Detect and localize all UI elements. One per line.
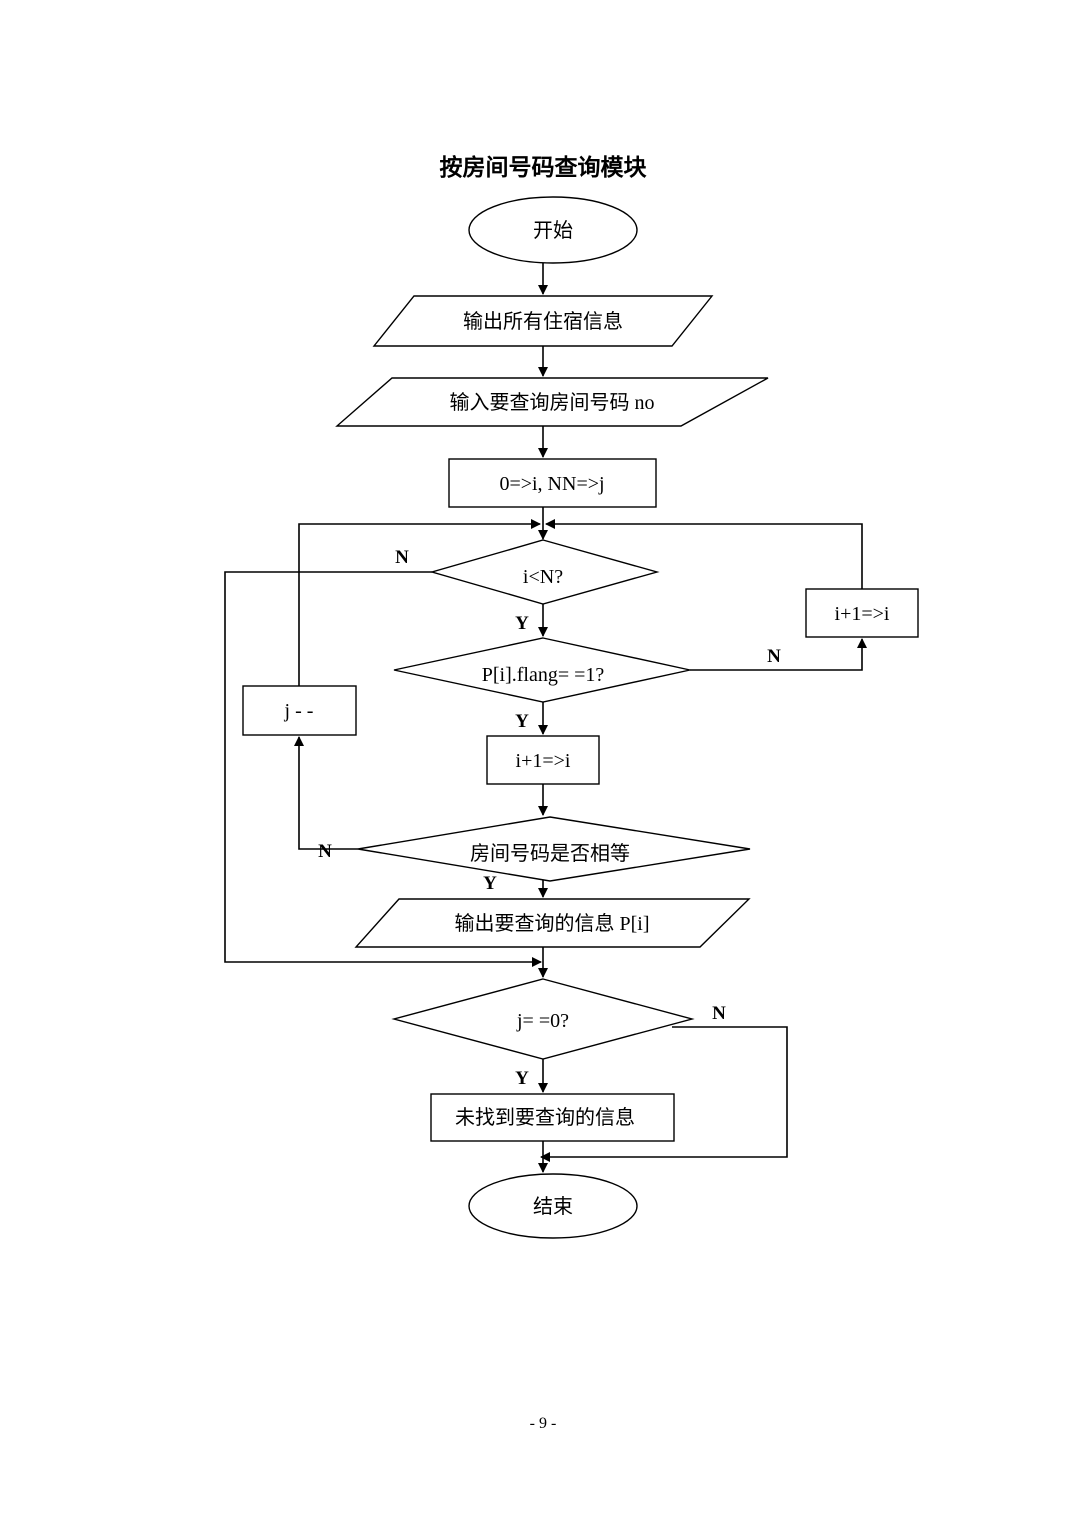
node-cond-i-lt-n: i<N? bbox=[429, 539, 660, 605]
not-found-label: 未找到要查询的信息 bbox=[455, 1106, 635, 1129]
edge-dec-j-loop bbox=[298, 519, 541, 686]
node-end: 结束 bbox=[468, 1173, 638, 1239]
label-n-j-zero: N bbox=[712, 1003, 726, 1024]
connectors bbox=[224, 263, 867, 1173]
inc-i-mid-label: i+1=>i bbox=[516, 750, 571, 772]
node-inc-i-right: i+1=>i bbox=[805, 588, 919, 638]
node-cond-j-zero: j= =0? bbox=[391, 978, 695, 1060]
end-label: 结束 bbox=[533, 1195, 573, 1218]
page-title: 按房间号码查询模块 bbox=[440, 154, 647, 181]
cond-j-zero-diamond bbox=[391, 978, 695, 1060]
label-y-room-eq: Y bbox=[483, 873, 497, 894]
edge-flag-n bbox=[690, 638, 867, 671]
output-found-label: 输出要查询的信息 P[i] bbox=[455, 912, 650, 935]
node-dec-j: j - - bbox=[242, 685, 357, 736]
start-terminal bbox=[468, 196, 638, 264]
node-init: 0=>i, NN=>j bbox=[448, 458, 657, 508]
label-n-flag: N bbox=[767, 646, 781, 667]
input-parallelogram bbox=[335, 377, 769, 427]
node-output-all: 输出所有住宿信息 bbox=[372, 295, 714, 347]
edge-room-n bbox=[294, 736, 358, 850]
output-found-parallelogram bbox=[354, 898, 751, 948]
output-all-parallelogram bbox=[372, 295, 714, 347]
init-label: 0=>i, NN=>j bbox=[499, 473, 604, 495]
init-process bbox=[448, 458, 657, 508]
cond-room-eq-diamond bbox=[357, 816, 751, 882]
dec-j-process bbox=[242, 685, 357, 736]
label-y-i-lt-n: Y bbox=[515, 613, 529, 634]
label-y-flag: Y bbox=[515, 711, 529, 732]
node-input: 输入要查询房间号码 no bbox=[335, 377, 769, 427]
node-inc-i-mid: i+1=>i bbox=[486, 735, 600, 785]
output-all-label: 输出所有住宿信息 bbox=[463, 310, 623, 333]
edge-inc-i-loop bbox=[545, 519, 863, 589]
cond-i-lt-n-diamond bbox=[429, 539, 660, 605]
cond-flag-diamond bbox=[393, 637, 691, 703]
edge-jzero-n bbox=[540, 1026, 788, 1162]
node-output-found: 输出要查询的信息 P[i] bbox=[354, 898, 751, 948]
dec-j-label: j - - bbox=[284, 700, 314, 722]
label-n-i-lt-n: N bbox=[395, 547, 409, 568]
input-label: 输入要查询房间号码 no bbox=[450, 391, 655, 414]
cond-flag-label: P[i].flang= =1? bbox=[482, 664, 605, 686]
node-cond-flag: P[i].flang= =1? bbox=[393, 637, 691, 703]
label-n-room-eq: N bbox=[318, 841, 332, 862]
end-terminal bbox=[468, 1173, 638, 1239]
not-found-process bbox=[430, 1093, 675, 1142]
node-not-found: 未找到要查询的信息 bbox=[430, 1093, 675, 1142]
inc-i-right-process bbox=[805, 588, 919, 638]
node-start: 开始 bbox=[468, 196, 638, 264]
inc-i-right-label: i+1=>i bbox=[835, 603, 890, 625]
cond-i-lt-n-label: i<N? bbox=[523, 566, 563, 588]
cond-j-zero-label: j= =0? bbox=[516, 1010, 569, 1032]
node-cond-room-eq: 房间号码是否相等 bbox=[357, 816, 751, 882]
edge-cond-n-exit bbox=[224, 571, 542, 967]
cond-room-eq-label: 房间号码是否相等 bbox=[470, 842, 630, 865]
label-y-j-zero: Y bbox=[515, 1068, 529, 1089]
inc-i-mid-process bbox=[486, 735, 600, 785]
start-label: 开始 bbox=[533, 219, 573, 242]
page-number: - 9 - bbox=[530, 1415, 557, 1432]
